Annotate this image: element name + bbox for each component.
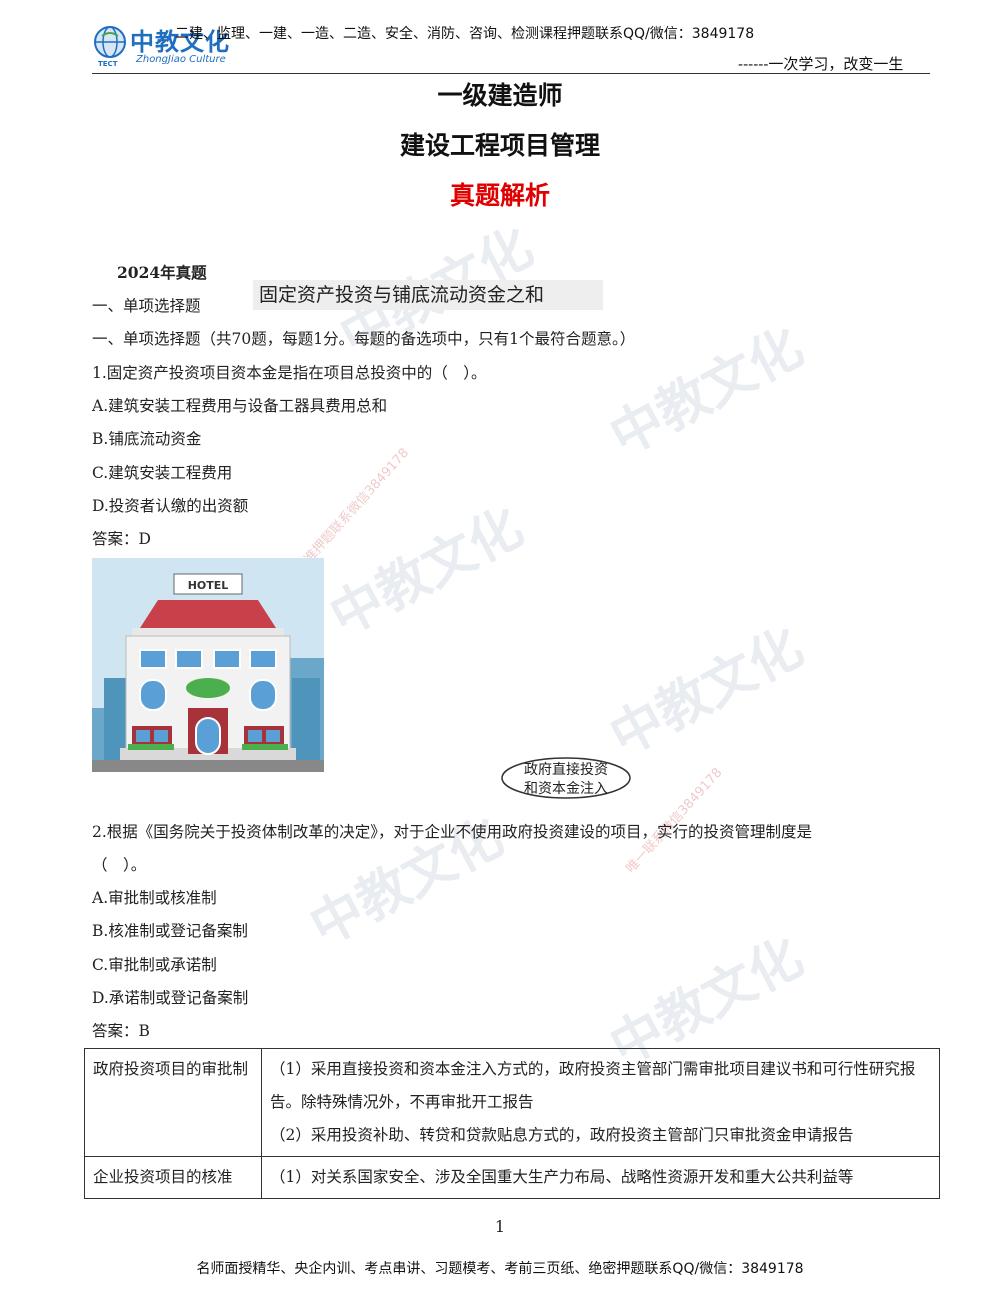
year-title: 2024年真题 (117, 263, 207, 282)
highlight-banner: 固定资产投资与铺底流动资金之和 (253, 280, 603, 310)
doc-subtitle: 建设工程项目管理 (399, 131, 600, 160)
callout-line1: 政府直接投资 (524, 762, 608, 778)
hotel-illustration: HOTEL (92, 558, 324, 772)
table-cell-line: （1）采用直接投资和资本金注入方式的，政府投资主管部门需审批项目建议书和可行性研… (270, 1060, 916, 1111)
table-row: 政府投资项目的审批制 （1）采用直接投资和资本金注入方式的，政府投资主管部门需审… (84, 1048, 940, 1157)
table-cell-label: 企业投资项目的核准 (84, 1156, 262, 1199)
q1-option-a: A.建筑安装工程费用与设备工器具费用总和 (92, 397, 388, 415)
q2-option-d: D.承诺制或登记备案制 (92, 989, 249, 1007)
comparison-table: 政府投资项目的审批制 （1）采用直接投资和资本金注入方式的，政府投资主管部门需审… (84, 1048, 940, 1199)
table-cell-label: 政府投资项目的审批制 (84, 1048, 262, 1157)
section-heading: 一、单项选择题 (92, 297, 201, 315)
doc-tag: 真题解析 (449, 181, 550, 210)
q2-option-a: A.审批制或核准制 (92, 889, 217, 907)
q2-option-b: B.核准制或登记备案制 (92, 922, 248, 940)
q2-stem: 2.根据《国务院关于投资体制改革的决定》，对于企业不使用政府投资建设的项目，实行… (92, 823, 813, 841)
q2-answer: 答案：B (92, 1022, 150, 1040)
table-cell-line: （1）对关系国家安全、涉及全国重大生产力布局、战略性资源开发和重大公共利益等 (270, 1168, 854, 1186)
doc-title: 一级建造师 (437, 81, 563, 110)
watermark-3: 中教文化 (320, 497, 533, 648)
q2-option-c: C.审批制或承诺制 (92, 956, 217, 974)
globe-icon (94, 26, 126, 58)
logo-subtext: ZhongJiao Culture (136, 54, 226, 65)
footer-text: 名师面授精华、央企内训、考点串讲、习题模考、考前三页纸、绝密押题联系QQ/微信：… (196, 1261, 804, 1277)
logo-tect: TECT (98, 60, 118, 68)
callout-oval: 政府直接投资 和资本金注入 (500, 756, 632, 802)
header-divider (92, 73, 930, 74)
hotel-sign: HOTEL (188, 579, 229, 592)
q1-stem: 1.固定资产投资项目资本金是指在项目总投资中的（ ）。 (92, 364, 487, 382)
table-cell-line: （2）采用投资补助、转贷和贷款贴息方式的，政府投资主管部门只审批资金申请报告 (270, 1126, 854, 1144)
instructions: 一、单项选择题（共70题，每题1分。每题的备选项中，只有1个最符合题意。） (92, 330, 636, 348)
callout-oval-shape (501, 757, 631, 799)
table-cell-content: （1）采用直接投资和资本金注入方式的，政府投资主管部门需审批项目建议书和可行性研… (261, 1048, 940, 1157)
q2-stem-cont: （ ）。 (92, 856, 147, 874)
callout-line2: 和资本金注入 (524, 781, 608, 797)
table-row: 企业投资项目的核准 （1）对关系国家安全、涉及全国重大生产力布局、战略性资源开发… (84, 1156, 940, 1199)
q1-answer: 答案：D (92, 530, 151, 548)
q1-option-c: C.建筑安装工程费用 (92, 464, 233, 482)
header-slogan: ------一次学习，改变一生 (738, 55, 904, 73)
watermark-4: 中教文化 (600, 617, 813, 768)
q1-option-d: D.投资者认缴的出资额 (92, 497, 249, 515)
q1-option-b: B.铺底流动资金 (92, 430, 202, 448)
logo: 中教文化 ZhongJiao Culture TECT (92, 20, 242, 72)
page-number: 1 (494, 1217, 506, 1236)
logo-text: 中教文化 (130, 28, 230, 56)
header-contact: 二建、监理、一建、一造、二造、安全、消防、咨询、检测课程押题联系QQ/微信：38… (175, 26, 755, 42)
table-cell-content: （1）对关系国家安全、涉及全国重大生产力布局、战略性资源开发和重大公共利益等 (261, 1156, 940, 1199)
watermark-contact-1: 精准押题联系微信3849178 (292, 445, 413, 577)
